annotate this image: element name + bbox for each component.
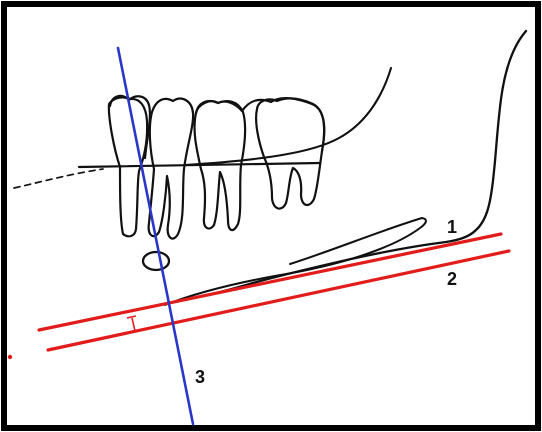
mandibular-tangent-line-1 — [37, 232, 503, 332]
distance-marker — [126, 315, 140, 334]
tooth-outline-1 — [107, 96, 149, 238]
tooth-outline-3 — [193, 99, 247, 232]
occlusal-plane-dashed-extension — [13, 168, 104, 189]
label-2: 2 — [447, 269, 457, 289]
mental-foramen-oval — [141, 250, 171, 272]
mandibular-tangent-line-2 — [46, 249, 511, 352]
label-3: 3 — [195, 367, 205, 387]
tooth-outline-4 — [255, 97, 326, 210]
mandibular-canal-outline — [164, 217, 427, 306]
left-edge-red-marker — [7, 354, 13, 360]
label-1: 1 — [447, 217, 457, 237]
vertical-reference-line-3 — [116, 46, 195, 426]
mandible-outline — [200, 29, 528, 298]
